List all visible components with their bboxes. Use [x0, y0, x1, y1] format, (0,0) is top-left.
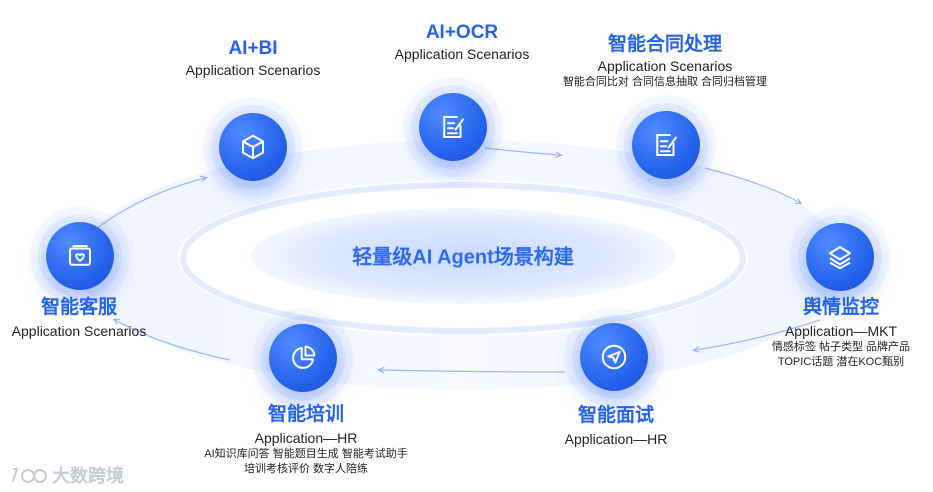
center-core [251, 208, 675, 304]
node-title: 智能合同处理 [607, 34, 722, 55]
pie-chart-icon [292, 345, 316, 369]
flow-arrow [115, 320, 231, 361]
node-interview-label: 智能面试 Application—HR [565, 404, 668, 448]
node-subtitle: Application Scenarios [11, 323, 147, 339]
node-contract[interactable] [632, 111, 700, 179]
node-title: 智能培训 [267, 404, 345, 425]
layers-icon [829, 246, 851, 270]
node-subtitle: Application—MKT [784, 323, 898, 339]
document-edit-icon [656, 134, 677, 156]
cube-icon [242, 134, 264, 160]
node-sentiment[interactable] [806, 223, 874, 291]
node-ai-bi[interactable] [219, 113, 287, 181]
document-edit-icon [443, 116, 464, 138]
brand-logo-icon [12, 468, 47, 483]
center-title: 轻量级AI Agent场景构建 [352, 246, 574, 269]
flow-arrow [94, 178, 205, 231]
node-tags: TOPIC话题 潜在KOC甄别 [777, 356, 905, 368]
flow-arrow [704, 167, 800, 203]
node-training[interactable] [269, 324, 337, 392]
flow-arrow [380, 370, 566, 372]
node-tags: 培训考核评价 数字人陪练 [243, 463, 369, 475]
flow-arrow [695, 319, 821, 350]
node-interview[interactable] [580, 323, 648, 391]
flow-arrow [484, 147, 560, 155]
node-contract-label: 智能合同处理 Application Scenarios 智能合同比对 合同信息… [563, 33, 767, 90]
node-subtitle: Application—HR [254, 430, 358, 446]
node-title: AI+BI [228, 38, 278, 59]
image-gallery-icon [69, 245, 91, 266]
send-icon [601, 344, 627, 370]
node-ai-ocr-label: AI+OCR Application Scenarios [395, 21, 530, 63]
node-subtitle: Application Scenarios [394, 46, 530, 62]
node-subtitle: Application—HR [564, 431, 668, 447]
node-tags: 智能合同比对 合同信息抽取 合同归档管理 [562, 76, 768, 88]
node-customer-service-label: 智能客服 Application Scenarios [12, 296, 147, 340]
inner-ring-halo [180, 182, 746, 334]
node-sentiment-label: 舆情监控 Application—MKT 情感标签 帖子类型 品牌产品 TOPI… [772, 296, 910, 370]
watermark-text: 大数跨境 [52, 466, 124, 486]
node-tags: AI知识库问答 智能题目生成 智能考试助手 [204, 448, 408, 460]
node-subtitle: Application Scenarios [185, 62, 321, 78]
node-title: 智能客服 [40, 297, 118, 318]
node-tags: 情感标签 帖子类型 品牌产品 [771, 341, 911, 353]
node-customer-service[interactable] [46, 222, 114, 290]
node-ai-bi-label: AI+BI Application Scenarios [186, 37, 321, 79]
node-title: 智能面试 [577, 405, 654, 426]
node-subtitle: Application Scenarios [597, 58, 733, 74]
node-title: 舆情监控 [802, 297, 879, 318]
node-title: AI+OCR [425, 22, 499, 43]
watermark-logo: 大数跨境 [10, 462, 124, 488]
node-ai-ocr[interactable] [419, 93, 487, 161]
node-training-label: 智能培训 Application—HR AI知识库问答 智能题目生成 智能考试助… [204, 403, 408, 477]
